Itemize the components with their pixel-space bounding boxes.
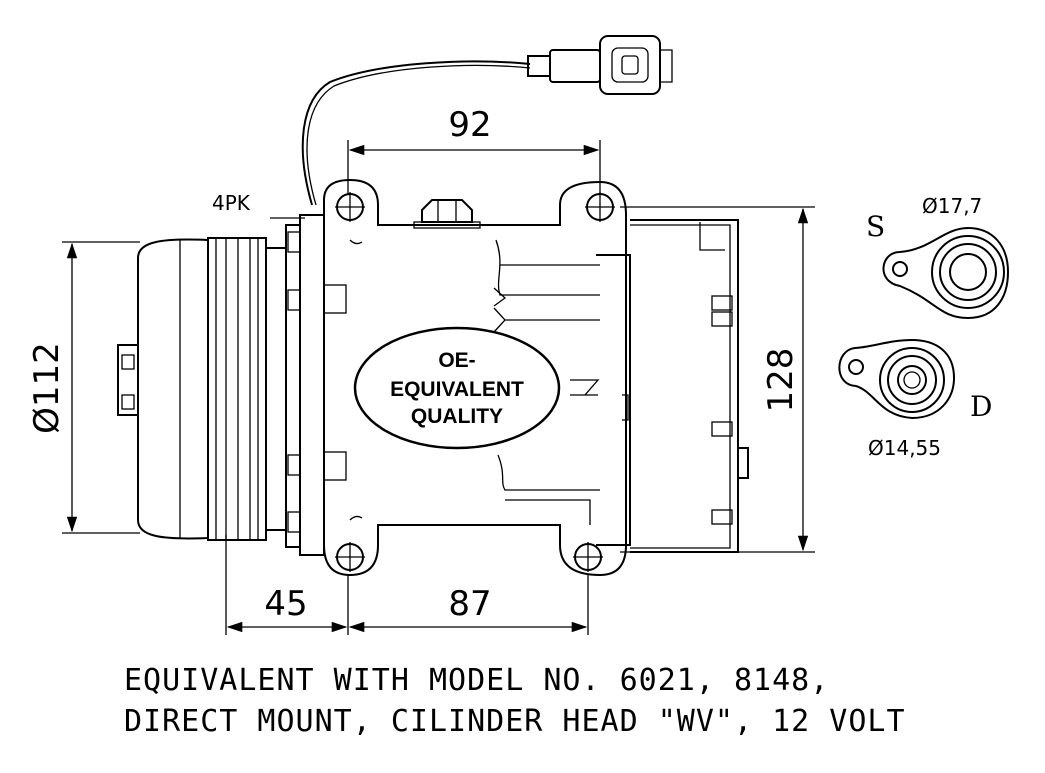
- caption-line-1: EQUIVALENT WITH MODEL NO. 6021, 8148,: [124, 663, 829, 698]
- discharge-port-flange: D Ø14,55: [838, 338, 992, 460]
- dimension-45-label: 45: [264, 584, 307, 624]
- top-nut: [413, 199, 481, 229]
- mounting-hole-top-right: [585, 192, 615, 222]
- dimension-top: 92: [347, 105, 601, 195]
- oe-quality-badge: OE- EQUIVALENT QUALITY: [353, 326, 561, 450]
- dimension-right-label: 128: [761, 348, 801, 413]
- badge-line-3: QUALITY: [411, 405, 503, 428]
- electrical-connector: [301, 35, 673, 206]
- pulley: [117, 237, 287, 541]
- caption-line-2: DIRECT MOUNT, CILINDER HEAD "WV", 12 VOL…: [124, 704, 906, 739]
- discharge-port-label: D: [970, 390, 992, 423]
- mounting-hole-bottom-left: [335, 542, 365, 572]
- suction-port-flange: S Ø17,7: [866, 194, 1010, 320]
- dimension-right: 128: [620, 206, 815, 553]
- mounting-hole-top-left: [335, 192, 365, 222]
- badge-line-2: EQUIVALENT: [390, 378, 524, 401]
- dimension-87-label: 87: [448, 584, 491, 624]
- suction-diameter-label: Ø17,7: [922, 194, 982, 218]
- badge-line-1: OE-: [438, 349, 475, 372]
- belt-label: 4PK: [212, 191, 251, 215]
- front-housing: [285, 214, 347, 556]
- discharge-diameter-label: Ø14,55: [868, 436, 941, 460]
- dimension-left-label: Ø112: [27, 342, 67, 434]
- rear-head: [596, 219, 749, 553]
- dimension-top-label: 92: [448, 105, 491, 145]
- dimension-left: Ø112: [27, 241, 140, 534]
- dimension-bottom: 45 87: [225, 535, 589, 635]
- mounting-hole-bottom-right: [573, 542, 603, 572]
- suction-port-label: S: [866, 210, 885, 243]
